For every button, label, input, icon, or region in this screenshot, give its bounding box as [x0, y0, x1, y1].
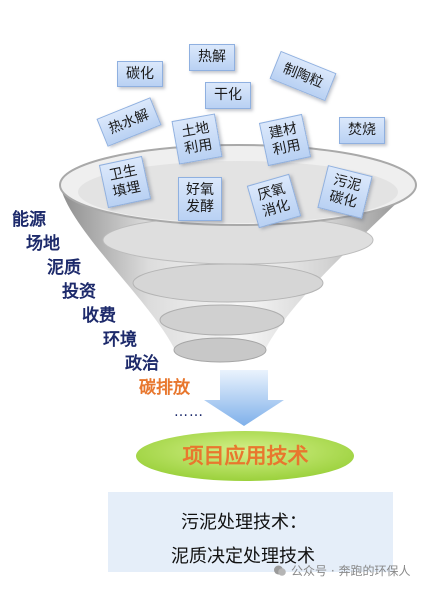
factor-environment: 环境 — [103, 330, 137, 350]
tag-carbonization: 碳化 — [117, 61, 163, 87]
tag-aerobic: 好氧 发酵 — [178, 177, 222, 221]
conclusion-box: 污泥处理技术： 泥质决定处理技术 — [108, 492, 393, 572]
conclusion-line-1: 污泥处理技术： — [181, 512, 307, 533]
conclusion-line-2: 泥质决定处理技术 — [171, 546, 315, 567]
factor-politics: 政治 — [125, 354, 159, 374]
tag-landfill: 卫生 填埋 — [98, 155, 152, 209]
funnel-ring-4 — [173, 337, 267, 363]
tag-building-material: 建材 利用 — [258, 113, 312, 167]
watermark: 公众号 · 奔跑的环保人 — [273, 562, 410, 579]
factor-sludge-quality: 泥质 — [47, 258, 81, 278]
factor-energy: 能源 — [12, 210, 46, 230]
factor-site: 场地 — [26, 234, 60, 254]
funnel-ring-2 — [132, 263, 324, 303]
watermark-text: 公众号 · 奔跑的环保人 — [291, 564, 411, 578]
tag-pyrolysis: 热解 — [189, 44, 235, 71]
factor-fees: 收费 — [82, 306, 116, 326]
tag-incineration: 焚烧 — [339, 117, 385, 144]
wechat-icon — [274, 565, 286, 576]
down-arrow — [204, 370, 284, 426]
tag-drying: 干化 — [205, 82, 251, 109]
factor-carbon-emission: 碳排放 — [139, 378, 190, 398]
result-label: 项目应用技术 — [182, 444, 309, 468]
tag-land-use: 土地 利用 — [171, 113, 223, 165]
result-ellipse — [136, 431, 354, 481]
factor-investment: 投资 — [62, 282, 96, 302]
ellipsis: …… — [174, 404, 204, 420]
funnel-ring-3 — [159, 304, 285, 336]
